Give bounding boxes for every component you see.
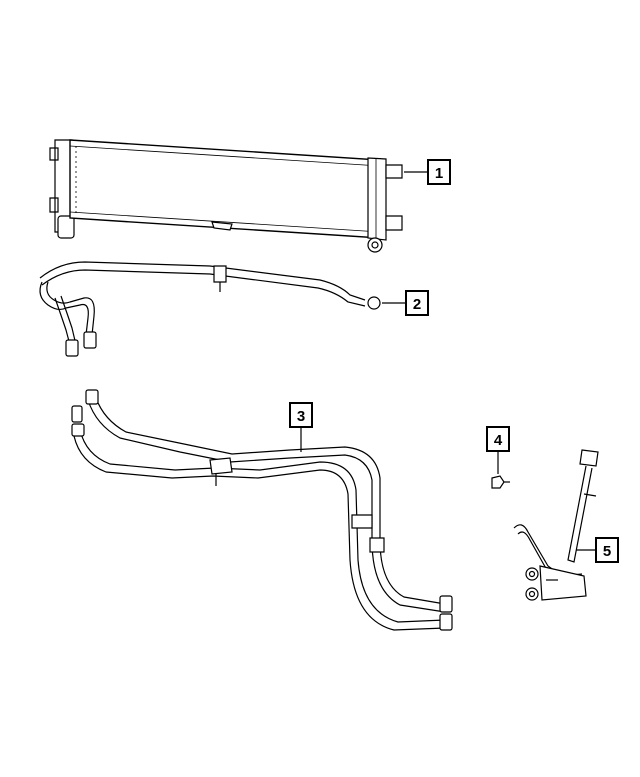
bolt	[491, 475, 510, 489]
bracket	[513, 449, 599, 601]
callout-1[interactable]: 1	[404, 159, 451, 185]
cooler-line	[39, 261, 381, 357]
callout-4-number: 4	[494, 432, 503, 449]
callout-3-number: 3	[297, 408, 305, 425]
oil-cooler	[49, 139, 403, 253]
callout-3[interactable]: 3	[289, 402, 313, 452]
callout-1-number: 1	[435, 165, 443, 182]
callout-2[interactable]: 2	[382, 290, 429, 316]
callout-5-number: 5	[603, 543, 611, 560]
callout-5[interactable]: 5	[576, 537, 619, 563]
cooler-hose	[71, 389, 453, 631]
callout-4[interactable]: 4	[486, 426, 510, 474]
callout-2-number: 2	[413, 296, 421, 313]
